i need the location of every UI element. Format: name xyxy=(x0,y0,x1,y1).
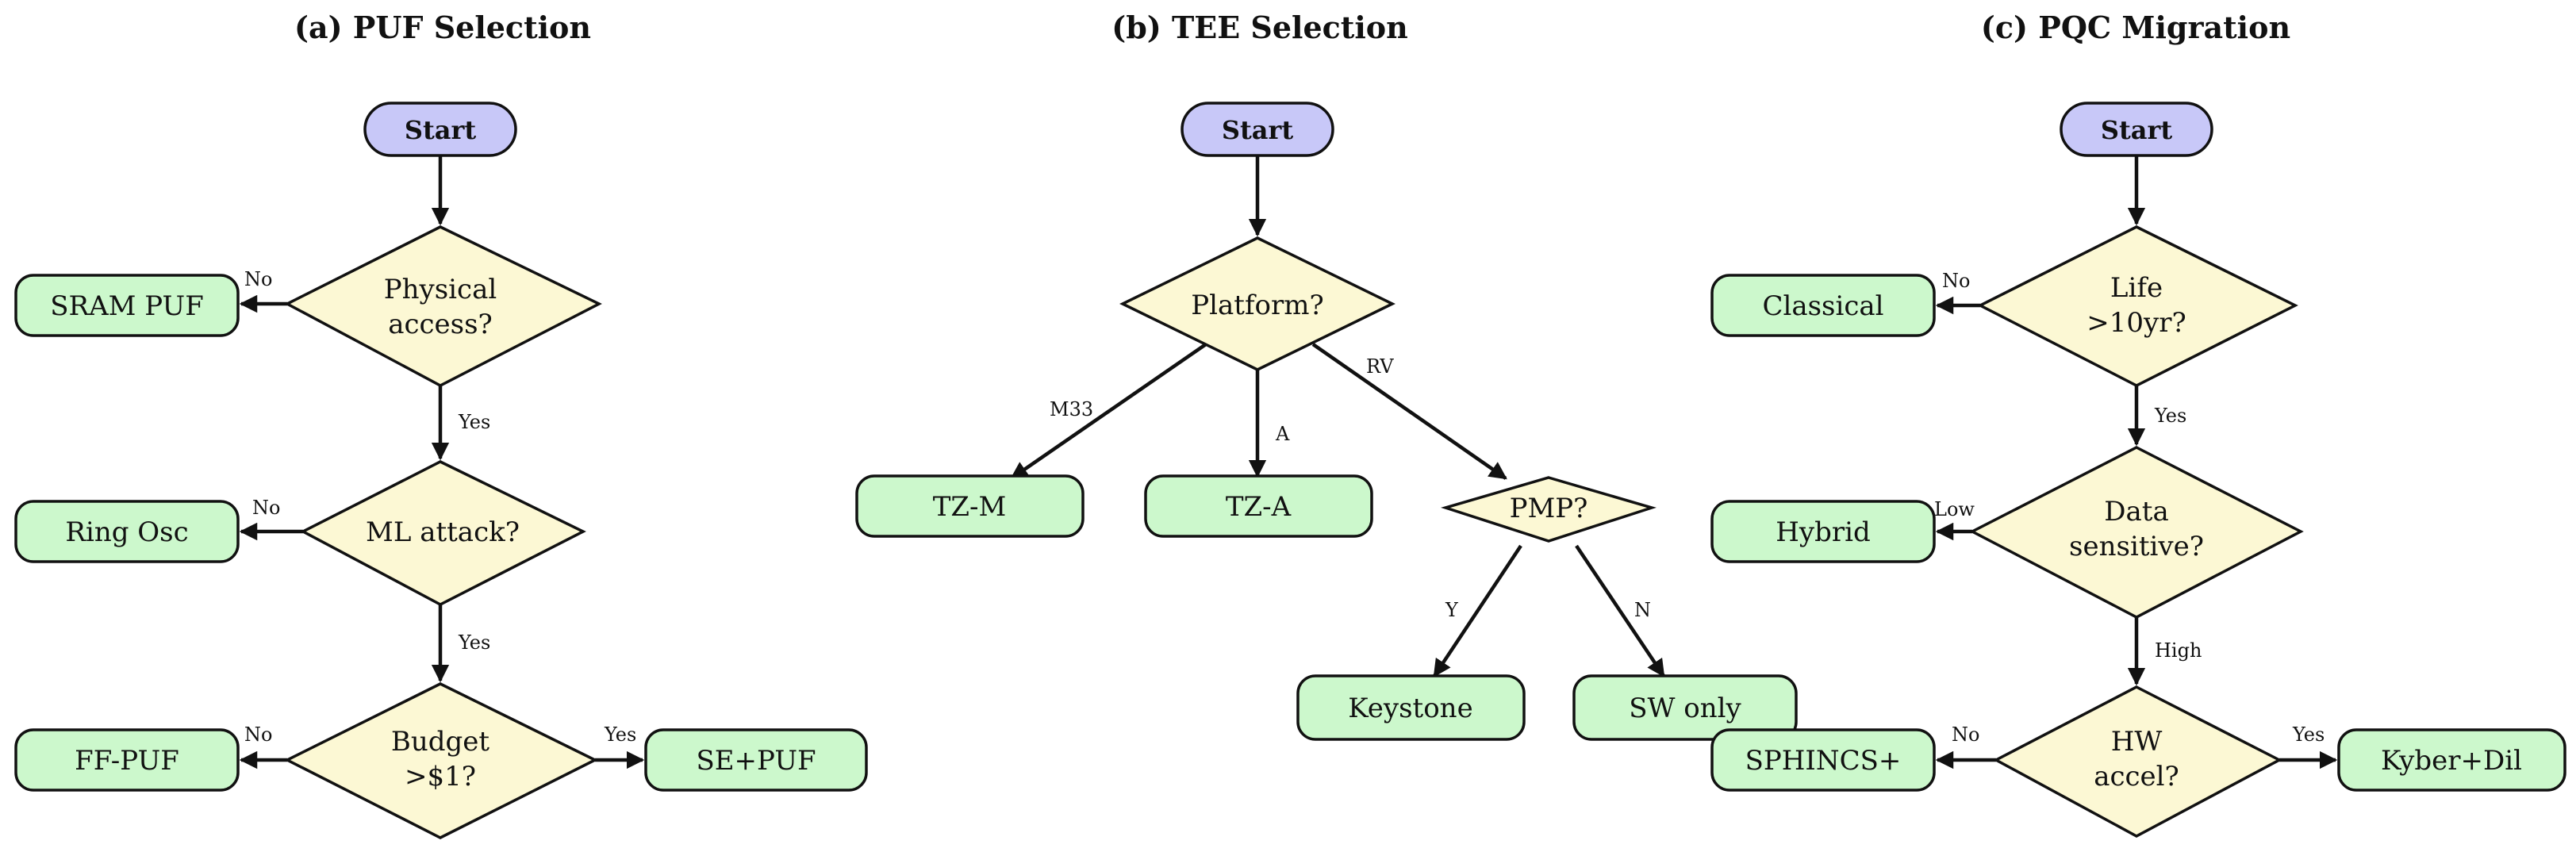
label-no-2: No xyxy=(252,497,280,519)
decision-physical-access-line1: Physical xyxy=(384,274,497,305)
label-high: High xyxy=(2155,639,2202,662)
decision-pmp xyxy=(1441,476,1657,543)
decision-budget xyxy=(284,682,598,839)
decision-data-sensitive xyxy=(1969,446,2304,619)
edge-pmp-swonly xyxy=(1575,544,1665,677)
panel-b-title: (b) TEE Selection xyxy=(1111,10,1408,45)
terminal-kyber-dil xyxy=(2337,728,2566,792)
terminal-tz-a xyxy=(1144,474,1373,538)
decision-hw-accel xyxy=(1993,685,2282,838)
terminal-ff-puf xyxy=(14,728,240,792)
label-yes-1: Yes xyxy=(458,411,490,433)
edge-platform-pmp xyxy=(1311,343,1507,480)
terminal-sphincs-label: SPHINCS+ xyxy=(1745,745,1902,777)
label-yes-3: Yes xyxy=(2292,723,2325,746)
label-m33: M33 xyxy=(1050,398,1093,420)
terminal-tz-m-label: TZ-M xyxy=(933,491,1007,523)
terminal-se-puf xyxy=(644,728,868,792)
decision-data-line2: sensitive? xyxy=(2069,531,2204,562)
label-yes-3: Yes xyxy=(604,723,636,746)
terminal-tz-m xyxy=(855,474,1085,538)
panel-c-title: (c) PQC Migration xyxy=(1981,10,2290,45)
terminal-keystone xyxy=(1296,674,1526,741)
terminal-tz-a-label: TZ-A xyxy=(1226,491,1292,523)
panel-c: (c) PQC Migration No Yes Low High No Yes… xyxy=(1710,10,2566,838)
panel-a-title: (a) PUF Selection xyxy=(294,10,591,45)
label-yes-1: Yes xyxy=(2154,405,2186,427)
decision-budget-line1: Budget xyxy=(391,726,490,758)
terminal-sphincs xyxy=(1710,728,1936,792)
start-node xyxy=(363,102,517,157)
decision-budget-line2: >$1? xyxy=(405,761,476,793)
label-no-1: No xyxy=(244,268,272,290)
panel-b: (b) TEE Selection M33 A RV Y N Start Pla… xyxy=(855,10,1798,741)
terminal-sram-puf-label: SRAM PUF xyxy=(50,290,204,322)
terminal-hybrid xyxy=(1710,500,1936,563)
start-node xyxy=(1181,102,1334,157)
label-low: Low xyxy=(1934,498,1975,520)
terminal-hybrid-label: Hybrid xyxy=(1776,516,1871,548)
decision-pmp-label: PMP? xyxy=(1510,493,1588,524)
label-no-1: No xyxy=(1942,270,1970,292)
decision-platform-label: Platform? xyxy=(1191,290,1323,321)
terminal-sw-only-label: SW only xyxy=(1629,693,1741,724)
decision-hw-line2: accel? xyxy=(2094,761,2179,793)
terminal-classical xyxy=(1710,274,1936,337)
start-label: Start xyxy=(405,115,476,145)
start-label: Start xyxy=(1222,115,1293,145)
edge-platform-tzm xyxy=(1010,343,1207,480)
terminal-classical-label: Classical xyxy=(1762,290,1883,322)
panel-a: (a) PUF Selection No Yes No Yes No Yes S… xyxy=(14,10,868,839)
label-no-3: No xyxy=(1952,723,1979,746)
terminal-se-puf-label: SE+PUF xyxy=(696,745,816,777)
decision-platform xyxy=(1119,236,1395,371)
start-label: Start xyxy=(2101,115,2172,145)
terminal-sram-puf xyxy=(14,274,240,337)
terminal-kyber-dil-label: Kyber+Dil xyxy=(2381,745,2522,777)
label-no-3: No xyxy=(244,723,272,746)
label-rv: RV xyxy=(1366,355,1394,378)
decision-physical-access xyxy=(284,225,602,387)
label-n: N xyxy=(1634,599,1651,621)
decision-life-line2: >10yr? xyxy=(2087,307,2186,339)
decision-hw-line1: HW xyxy=(2111,726,2163,758)
terminal-ring-osc-label: Ring Osc xyxy=(65,516,188,548)
terminal-sw-only xyxy=(1572,674,1798,741)
label-yes-2: Yes xyxy=(458,631,490,654)
decision-ml-attack-line1: ML attack? xyxy=(366,516,520,548)
label-y: Y xyxy=(1445,599,1459,621)
decision-life-line1: Life xyxy=(2110,272,2163,304)
label-a: A xyxy=(1275,423,1290,445)
terminal-ff-puf-label: FF-PUF xyxy=(75,745,179,777)
terminal-keystone-label: Keystone xyxy=(1348,693,1472,724)
edge-pmp-keystone xyxy=(1433,544,1522,677)
decision-life xyxy=(1977,225,2298,387)
terminal-ring-osc xyxy=(14,500,240,563)
decision-ml-attack xyxy=(300,460,586,606)
decision-physical-access-line2: access? xyxy=(388,309,493,340)
decision-data-line1: Data xyxy=(2104,496,2168,528)
start-node xyxy=(2060,102,2213,157)
